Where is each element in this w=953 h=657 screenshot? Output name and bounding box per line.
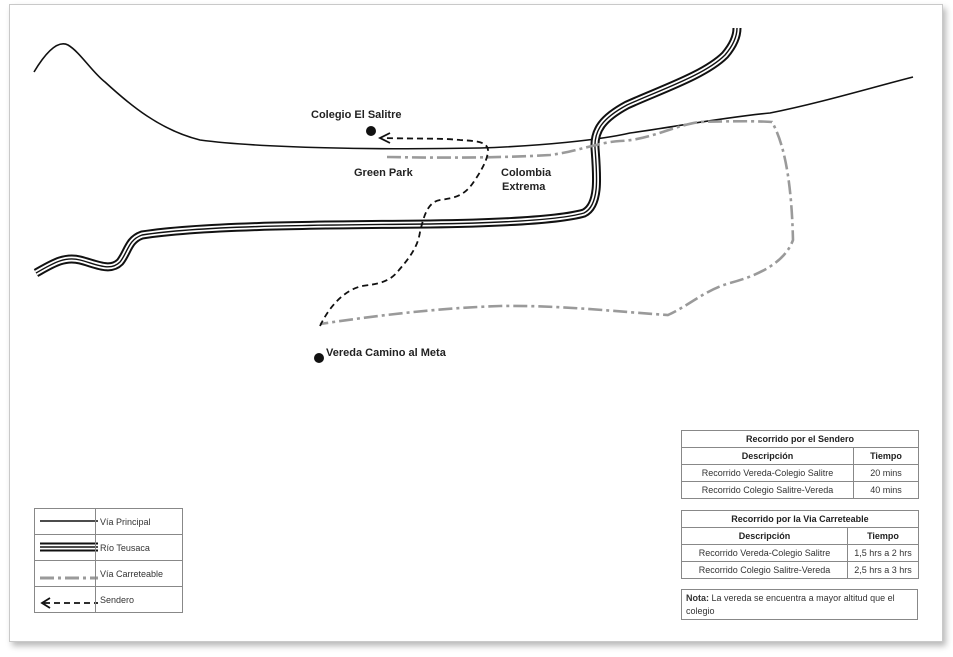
colombia-extrema-label-1: Colombia	[501, 167, 552, 179]
note-bold: Nota:	[686, 593, 709, 603]
carreteable-header-tiempo: Tiempo	[847, 527, 919, 545]
carreteable-row-1-time: 1,5 hrs a 2 hrs	[847, 544, 919, 562]
sendero-row-2-time: 40 mins	[853, 481, 919, 499]
vereda-marker	[314, 353, 324, 363]
carreteable-header-descripcion: Descripción	[681, 527, 848, 545]
legend-label-via-principal: Vía Principal	[95, 508, 183, 535]
rio-teusaca	[33, 27, 742, 277]
sendero-row-1-time: 20 mins	[853, 464, 919, 482]
sendero-row-2-desc: Recorrido Colegio Salitre-Vereda	[681, 481, 854, 499]
table-row: Recorrido Vereda-Colegio Salitre 20 mins	[681, 464, 919, 482]
legend-row-sendero: Sendero	[34, 586, 183, 613]
carreteable-table: Recorrido por la Via Carreteable Descrip…	[681, 510, 919, 579]
green-park-label: Green Park	[354, 167, 413, 179]
carreteable-row-2-desc: Recorrido Colegio Salitre-Vereda	[681, 561, 848, 579]
table-row: Recorrido Vereda-Colegio Salitre 1,5 hrs…	[681, 544, 919, 562]
colombia-extrema-label-2: Extrema	[502, 181, 546, 193]
legend-label-rio: Río Teusaca	[95, 534, 183, 561]
sendero-table: Recorrido por el Sendero Descripción Tie…	[681, 430, 919, 499]
legend-row-rio: Río Teusaca	[34, 534, 183, 561]
sendero-arrow	[377, 132, 391, 144]
legend-label-carreteable: Vía Carreteable	[95, 560, 183, 587]
colegio-label: Colegio El Salitre	[311, 109, 402, 121]
via-principal-line	[33, 43, 914, 150]
legend-label-sendero: Sendero	[95, 586, 183, 613]
sendero-row-1-desc: Recorrido Vereda-Colegio Salitre	[681, 464, 854, 482]
sendero-header-descripcion: Descripción	[681, 447, 854, 465]
carreteable-table-title: Recorrido por la Via Carreteable	[681, 510, 919, 528]
carreteable-row-1-desc: Recorrido Vereda-Colegio Salitre	[681, 544, 848, 562]
legend-row-via-principal: Vía Principal	[34, 508, 183, 535]
sendero-header-tiempo: Tiempo	[853, 447, 919, 465]
sendero-line	[319, 137, 489, 327]
note-text: La vereda se encuentra a mayor altitud q…	[686, 593, 895, 616]
carreteable-row-2-time: 2,5 hrs a 3 hrs	[847, 561, 919, 579]
vereda-label: Vereda Camino al Meta	[326, 347, 446, 359]
table-row: Recorrido Colegio Salitre-Vereda 2,5 hrs…	[681, 561, 919, 579]
legend: Vía Principal Río Teusaca Vía Carreteabl…	[34, 508, 183, 613]
table-row: Recorrido Colegio Salitre-Vereda 40 mins	[681, 481, 919, 499]
note-box: Nota: La vereda se encuentra a mayor alt…	[681, 589, 918, 620]
legend-row-carreteable: Vía Carreteable	[34, 560, 183, 587]
sendero-table-title: Recorrido por el Sendero	[681, 430, 919, 448]
colegio-marker	[366, 126, 376, 136]
